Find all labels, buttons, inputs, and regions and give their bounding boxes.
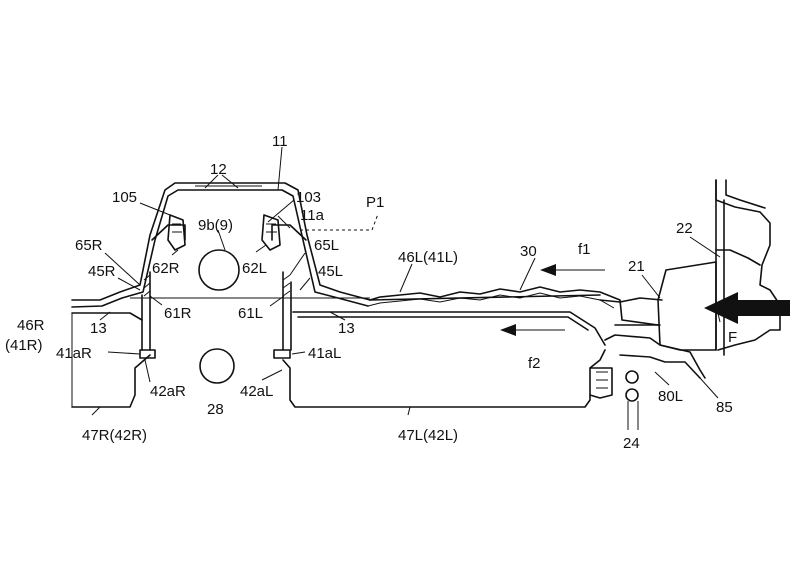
tunnel-member-11 [71,182,601,308]
label-45R: 45R [88,263,116,280]
label-65L: 65L [314,237,339,254]
side-sill-47R [71,312,151,408]
label-42aL: 42aL [240,383,273,400]
opening-28 [199,348,235,384]
label-45L: 45L [318,263,343,280]
label-47L: 47L(42L) [398,427,458,444]
label-22: 22 [676,220,693,237]
label-42aR: 42aR [150,383,186,400]
label-12: 12 [210,161,227,178]
label-30: 30 [520,243,537,260]
part-24-lower [625,388,639,402]
label-F: F [728,329,737,346]
label-21: 21 [628,258,645,275]
part-24-upper [625,370,639,384]
label-61L: 61L [238,305,263,322]
label-13-right: 13 [90,320,107,337]
bracket-62L [261,214,281,251]
label-24: 24 [623,435,640,452]
flange-41aR [139,349,156,359]
label-28: 28 [207,401,224,418]
side-wall-61R [141,271,151,351]
load-arrow-F [704,292,790,324]
label-11a: 11a [300,207,325,224]
flange-41aL [273,349,291,359]
label-46R: 46R [17,317,45,334]
label-103: 103 [296,189,321,206]
label-11: 11 [272,133,288,150]
label-41aL: 41aL [308,345,341,362]
label-62R: 62R [152,260,180,277]
label-61R: 61R [164,305,192,322]
label-85: 85 [716,399,733,416]
label-41R: (41R) [5,337,43,354]
label-105: 105 [112,189,137,206]
member-80L [589,334,706,399]
label-P1: P1 [366,194,384,211]
label-46L: 46L(41L) [398,249,458,266]
label-47R: 47R(42R) [82,427,147,444]
label-41aR: 41aR [56,345,92,362]
bracket-62R [167,214,186,251]
label-9b: 9b(9) [198,217,233,234]
floor-panel-46L [367,286,659,326]
label-62L: 62L [242,260,267,277]
side-sill-47L [282,311,606,408]
reference-labels: 11 12 105 103 11a P1 9b(9) 22 65R 65L 46… [5,133,737,452]
side-wall-61L [282,271,292,351]
bracket-21 [599,261,717,351]
label-f1: f1 [578,241,591,258]
reference-line-p1 [300,213,379,231]
label-80L: 80L [658,388,683,405]
pillar-22 [715,179,781,356]
label-65R: 65R [75,237,103,254]
leader-lines [91,146,721,430]
label-f2: f2 [528,355,541,372]
opening-9b [198,249,240,291]
arrow-f2 [500,324,565,336]
label-13-left: 13 [338,320,355,337]
arrow-f1 [540,264,605,276]
